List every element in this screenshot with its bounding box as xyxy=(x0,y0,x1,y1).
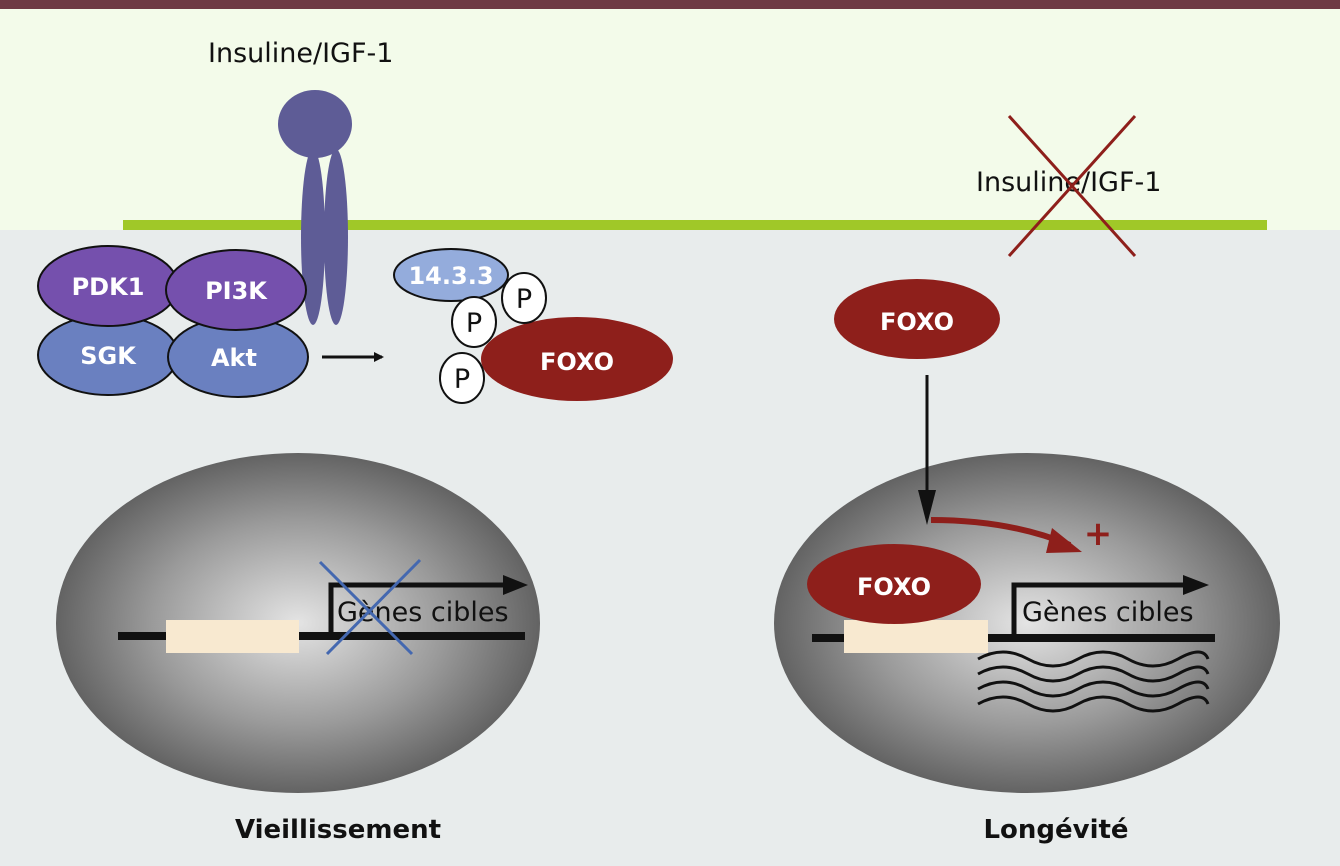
transcription-arrowhead-left xyxy=(503,575,528,595)
caption-longevity: Longévité xyxy=(983,815,1128,845)
phosphate-1 xyxy=(501,272,547,324)
top-bar xyxy=(0,0,1340,9)
phosphate-2 xyxy=(451,296,497,348)
kinase-complex: PDK1 PI3K SGK Akt xyxy=(37,245,309,398)
transcription-arrow-right xyxy=(1011,582,1185,634)
ligand-label-left: Insuline/IGF-1 xyxy=(208,38,393,69)
mrna-transcripts xyxy=(977,650,1210,713)
caption-aging: Vieillissement xyxy=(235,815,441,845)
sgk-label: SGK xyxy=(80,342,137,370)
foxo-label-right: FOXO xyxy=(880,308,954,336)
extracellular-space xyxy=(0,0,1340,230)
dna-strand-left xyxy=(118,632,525,640)
foxo-cytoplasm-right xyxy=(834,279,1000,359)
14-3-3-node xyxy=(393,248,509,302)
phosphate-label-2: P xyxy=(466,308,482,339)
gene-label-right: Gènes cibles xyxy=(1022,597,1194,628)
foxo-nuclear-label: FOXO xyxy=(857,573,931,601)
phospho-foxo-complex: 14.3.3 FOXO P P P xyxy=(393,248,673,404)
absent-ligand-cross xyxy=(1007,114,1137,258)
blocked-transcription-cross xyxy=(318,558,422,656)
transcription-arrow-left xyxy=(328,582,505,634)
pi3k-label: PI3K xyxy=(205,277,268,305)
nuclear-import-arrowhead xyxy=(918,490,936,525)
pi3k-node xyxy=(165,249,307,331)
activation-arrowhead xyxy=(1046,528,1082,553)
transcription-arrowhead-right xyxy=(1183,575,1209,595)
akt-label: Akt xyxy=(211,344,257,372)
phosphate-label-3: P xyxy=(454,364,470,395)
dna-strand-right xyxy=(812,634,1215,642)
promoter-box-right xyxy=(844,620,988,653)
phosphate-3 xyxy=(439,352,485,404)
activation-plus: + xyxy=(1084,514,1113,554)
cell-membrane xyxy=(123,220,1267,230)
promoter-box-left xyxy=(166,620,299,653)
nucleus-right xyxy=(774,453,1280,793)
foxo-nuclear-node xyxy=(807,544,981,624)
pdk1-label: PDK1 xyxy=(72,273,145,301)
phosphate-label-1: P xyxy=(516,284,532,315)
gene-label-left: Gènes cibles xyxy=(337,597,509,628)
insulin-receptor xyxy=(278,90,352,325)
foxo-label-left: FOXO xyxy=(540,348,614,376)
14-3-3-label: 14.3.3 xyxy=(408,262,493,290)
foxo-cytoplasm-node xyxy=(481,317,673,401)
